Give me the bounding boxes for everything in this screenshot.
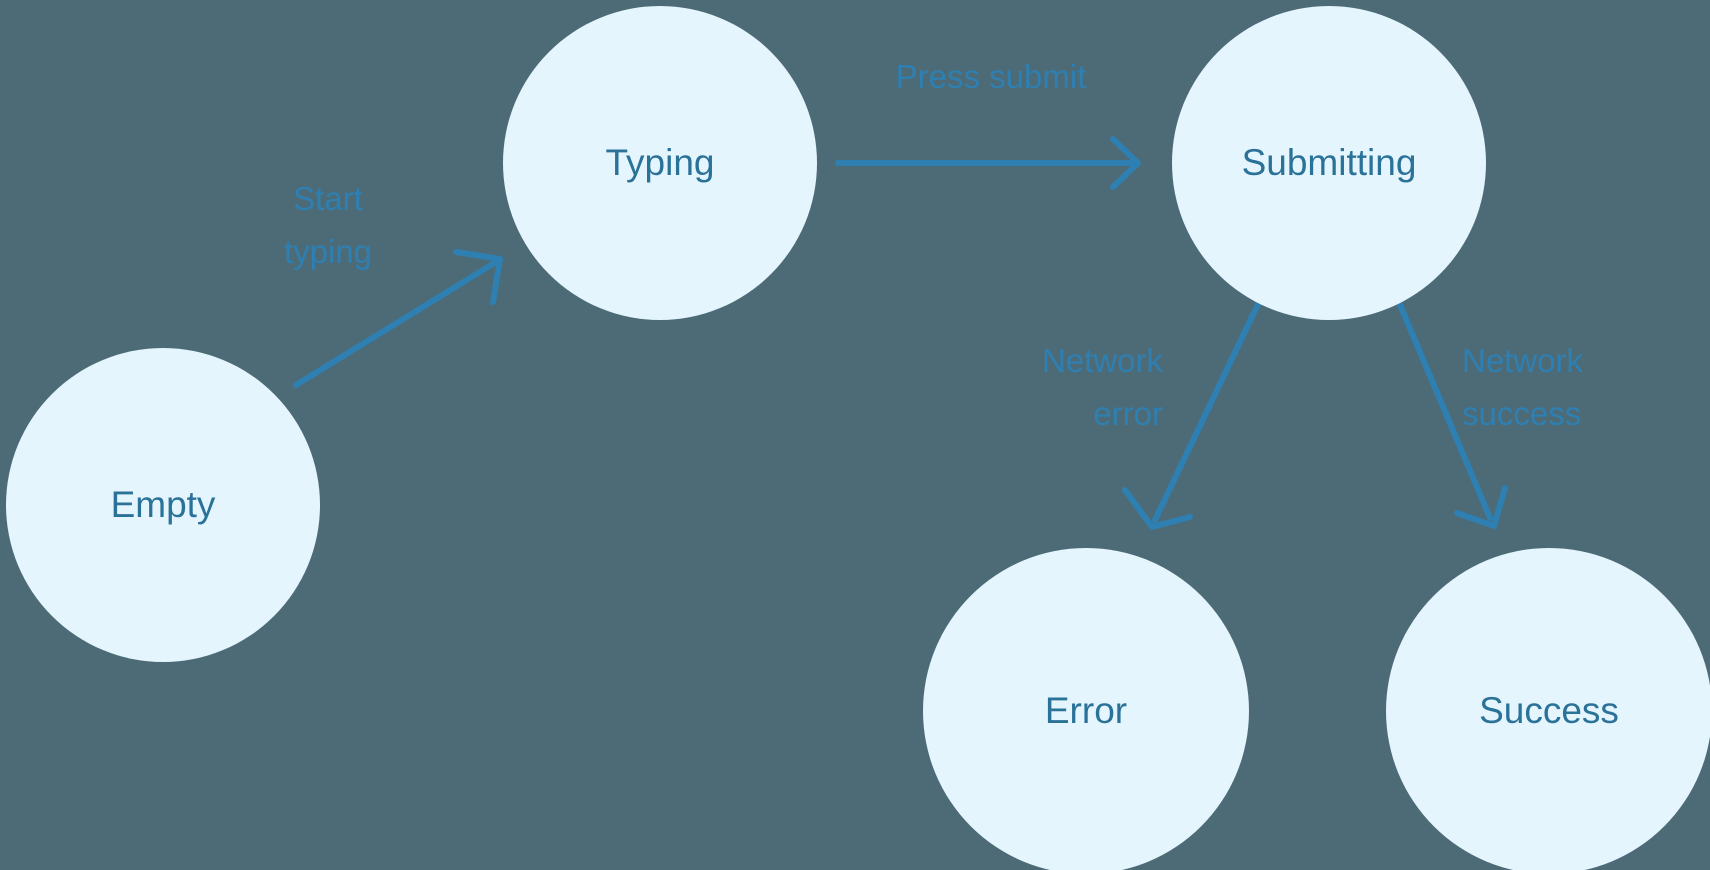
transition-press-submit xyxy=(835,136,1141,190)
state-node-error[interactable]: Error xyxy=(923,548,1249,870)
state-node-typing[interactable]: Typing xyxy=(503,6,817,320)
state-node-empty[interactable]: Empty xyxy=(6,348,320,662)
state-label-typing: Typing xyxy=(605,142,714,183)
transition-label-press-submit: Press submit xyxy=(896,58,1087,95)
transition-network-error xyxy=(1122,297,1263,530)
transition-line-network-success xyxy=(1395,297,1493,521)
state-circle-error xyxy=(923,548,1249,870)
transition-label-line: Network xyxy=(1462,342,1584,379)
transition-network-success xyxy=(1395,297,1508,529)
transitions-layer xyxy=(293,136,1508,530)
transition-label-start-typing: Start typing xyxy=(284,180,372,270)
transition-label-line: typing xyxy=(284,233,372,270)
arrowhead-icon-start-typing xyxy=(453,249,503,305)
transition-line-start-typing xyxy=(293,259,499,388)
arrowhead-icon-press-submit xyxy=(1110,136,1141,190)
state-circle-success xyxy=(1386,548,1710,870)
transition-line-network-error xyxy=(1152,297,1263,523)
state-label-empty: Empty xyxy=(111,484,216,525)
transition-label-line: error xyxy=(1093,395,1163,432)
arrowhead-icon-network-error xyxy=(1122,487,1193,530)
transition-label-line: success xyxy=(1462,395,1581,432)
transition-start-typing xyxy=(293,249,503,388)
transition-label-network-success: Network success xyxy=(1462,342,1584,432)
state-circle-empty xyxy=(6,348,320,662)
state-node-submitting[interactable]: Submitting xyxy=(1172,6,1486,320)
state-circle-submitting xyxy=(1172,6,1486,320)
state-label-success: Success xyxy=(1479,690,1619,731)
arrowhead-icon-network-success xyxy=(1454,485,1508,529)
state-node-success[interactable]: Success xyxy=(1386,548,1710,870)
state-label-submitting: Submitting xyxy=(1242,142,1417,183)
transition-label-line: Start xyxy=(293,180,363,217)
transition-label-line: Network xyxy=(1042,342,1164,379)
transition-label-network-error: Network error xyxy=(1042,342,1164,432)
transition-label-line: Press submit xyxy=(896,58,1087,95)
state-circle-typing xyxy=(503,6,817,320)
state-label-error: Error xyxy=(1045,690,1127,731)
